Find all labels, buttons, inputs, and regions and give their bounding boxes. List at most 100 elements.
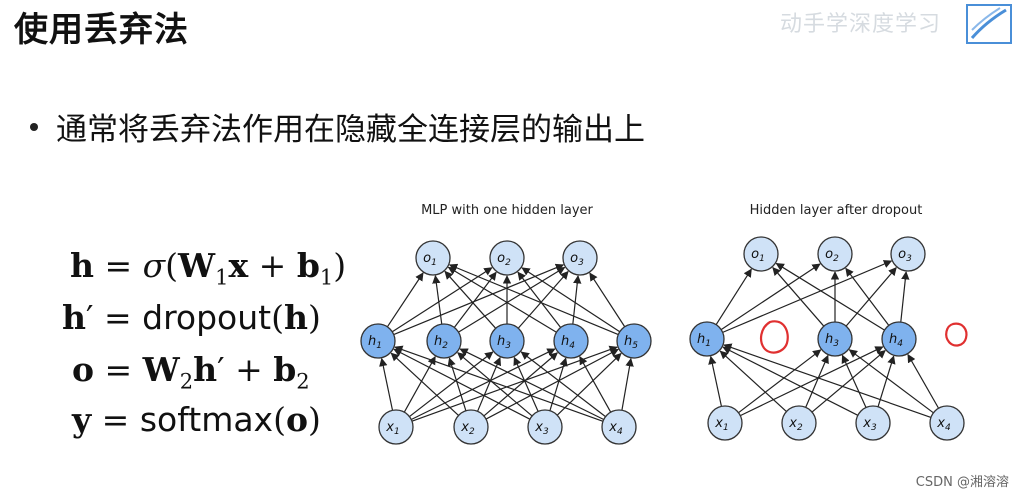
hidden-node: h3 bbox=[817, 321, 853, 357]
connection-arrow bbox=[589, 272, 626, 328]
node-label: x1 bbox=[714, 416, 728, 433]
connection-arrow bbox=[485, 348, 619, 420]
hidden-node: h4 bbox=[553, 323, 589, 359]
connection-arrow bbox=[459, 348, 605, 421]
connection-arrow bbox=[621, 357, 634, 411]
connection-arrow bbox=[458, 266, 566, 333]
dropped-unit-annotation bbox=[945, 322, 968, 347]
dropped-unit-annotation bbox=[759, 320, 789, 354]
connection-arrow bbox=[877, 355, 896, 407]
node-label: x3 bbox=[862, 416, 877, 433]
slide-title: 使用丢弃法 bbox=[14, 10, 189, 50]
input-node: x2 bbox=[781, 405, 817, 441]
input-node: x4 bbox=[601, 409, 637, 445]
node-label: h1 bbox=[697, 332, 711, 349]
connection-arrow bbox=[900, 271, 910, 323]
node-label: x1 bbox=[385, 420, 399, 437]
connection-arrow bbox=[520, 351, 606, 418]
node-label: o2 bbox=[825, 247, 839, 264]
connection-arrow bbox=[379, 357, 394, 411]
left-diagram-caption: MLP with one hidden layer bbox=[421, 203, 593, 218]
node-label: x4 bbox=[608, 420, 623, 437]
connection-arrow bbox=[841, 354, 867, 408]
node-label: h3 bbox=[825, 332, 839, 349]
connection-arrow bbox=[715, 268, 752, 325]
connection-arrow bbox=[432, 275, 443, 325]
node-label: o3 bbox=[570, 251, 584, 268]
footer-credit: CSDN @湘溶溶 bbox=[915, 475, 1009, 490]
connection-arrow bbox=[775, 262, 885, 331]
hidden-node: h2 bbox=[426, 323, 462, 359]
node-label: o1 bbox=[751, 247, 765, 264]
connection-arrow bbox=[483, 352, 558, 417]
bullet-icon bbox=[30, 122, 38, 131]
connection-arrow bbox=[390, 352, 459, 416]
connection-arrow bbox=[411, 345, 618, 422]
connection-arrow bbox=[409, 351, 494, 418]
connection-arrow bbox=[738, 349, 822, 414]
connection-arrow bbox=[848, 349, 934, 414]
connection-arrow bbox=[845, 267, 890, 326]
input-node: x2 bbox=[453, 409, 489, 445]
watermark-text: 动手学深度学习 bbox=[779, 12, 941, 37]
connection-arrow bbox=[457, 352, 533, 417]
equation-2: h′ = dropout(h) bbox=[62, 298, 321, 337]
connection-arrow bbox=[448, 263, 619, 336]
connection-arrow bbox=[722, 260, 893, 333]
connection-arrow bbox=[393, 348, 531, 420]
node-label: h1 bbox=[368, 334, 382, 351]
equation-1: h = σ(W1x + b1) bbox=[70, 246, 347, 290]
hidden-node: h4 bbox=[881, 321, 917, 357]
node-label: h4 bbox=[889, 332, 903, 349]
connection-arrow bbox=[907, 353, 940, 409]
input-node: x4 bbox=[929, 405, 965, 441]
node-label: h3 bbox=[497, 334, 511, 351]
connection-arrow bbox=[811, 350, 886, 413]
connection-arrow bbox=[805, 354, 829, 408]
connection-arrow bbox=[391, 267, 493, 333]
node-label: x2 bbox=[460, 420, 475, 437]
connection-arrow bbox=[845, 267, 897, 327]
node-label: o2 bbox=[497, 251, 511, 268]
connection-arrow bbox=[772, 266, 825, 327]
connection-arrow bbox=[708, 355, 723, 407]
node-label: x2 bbox=[788, 416, 803, 433]
connection-arrow bbox=[517, 271, 562, 328]
hidden-node: h1 bbox=[360, 323, 396, 359]
connection-arrow bbox=[723, 343, 932, 418]
equation-4: y = softmax(o) bbox=[72, 400, 321, 439]
hidden-node: h5 bbox=[616, 323, 652, 359]
output-node: o2 bbox=[817, 236, 853, 272]
equation-3: o = W2h′ + b2 bbox=[72, 350, 310, 394]
connection-arrow bbox=[740, 346, 884, 417]
connection-arrow bbox=[403, 355, 436, 413]
bullet-text: 通常将丢弃法作用在隐藏全连接层的输出上 bbox=[56, 112, 645, 148]
connection-arrow bbox=[722, 346, 859, 416]
connection-arrow bbox=[393, 263, 565, 336]
output-node: o3 bbox=[562, 240, 598, 276]
node-label: h4 bbox=[561, 334, 575, 351]
connection-arrow bbox=[521, 267, 621, 333]
connection-arrow bbox=[453, 271, 497, 328]
connection-arrow bbox=[386, 272, 424, 328]
node-label: h5 bbox=[624, 334, 638, 351]
node-label: h2 bbox=[434, 334, 448, 351]
connection-arrow bbox=[444, 270, 497, 329]
connection-arrow bbox=[556, 352, 622, 416]
hidden-node: h1 bbox=[689, 321, 725, 357]
output-node: o1 bbox=[743, 236, 779, 272]
output-node: o1 bbox=[415, 240, 451, 276]
right-diagram-caption: Hidden layer after dropout bbox=[750, 203, 923, 218]
node-label: x4 bbox=[936, 416, 951, 433]
connection-arrow bbox=[719, 350, 787, 412]
input-node: x1 bbox=[378, 409, 414, 445]
node-label: o3 bbox=[898, 247, 912, 264]
connection-arrow bbox=[517, 270, 569, 329]
connection-arrow bbox=[447, 266, 557, 333]
output-node: o3 bbox=[890, 236, 926, 272]
connection-arrow bbox=[410, 348, 556, 421]
node-label: o1 bbox=[423, 251, 437, 268]
node-label: x3 bbox=[534, 420, 549, 437]
course-logo-icon bbox=[966, 4, 1012, 44]
